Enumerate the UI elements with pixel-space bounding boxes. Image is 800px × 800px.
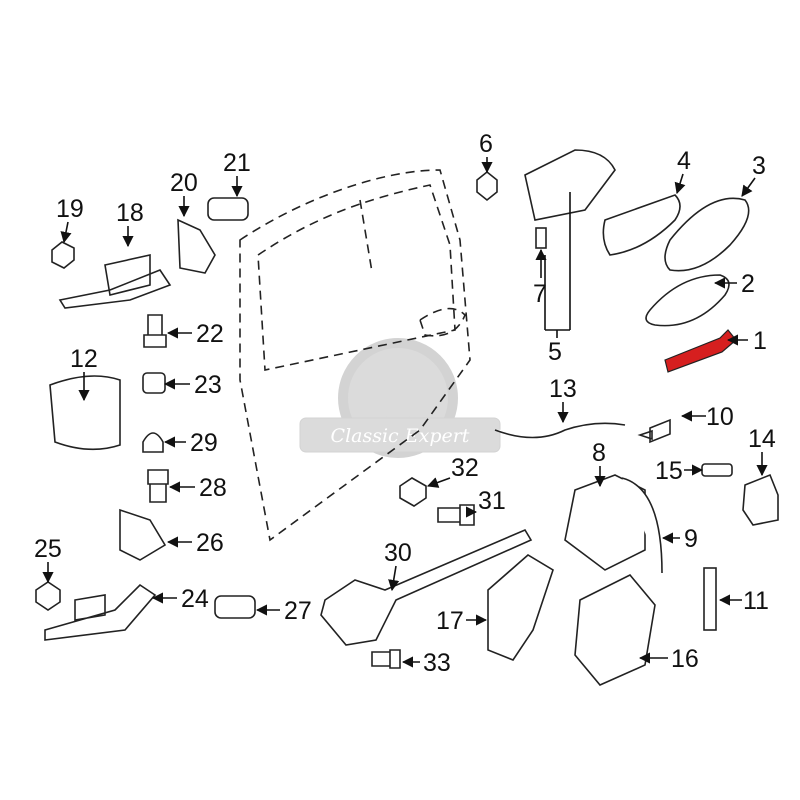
leader-arrows (42, 157, 768, 668)
callout-8: 8 (592, 439, 606, 467)
part-28-bolt (147, 469, 169, 503)
part-14-striker (742, 473, 779, 526)
callout-19: 19 (56, 195, 84, 223)
part-7-switch (535, 227, 547, 249)
part-12-cover (49, 375, 121, 451)
part-5-handle-bracket (524, 149, 616, 221)
callout-20: 20 (170, 169, 198, 197)
callout-3: 3 (752, 152, 766, 180)
callout-18: 18 (116, 199, 144, 227)
callout-5: 5 (548, 338, 562, 366)
callout-26: 26 (196, 529, 224, 557)
callout-4: 4 (677, 147, 691, 175)
callout-23: 23 (194, 371, 222, 399)
part-15-screw (701, 463, 733, 477)
part-2-handle-base (645, 274, 730, 327)
part-10-bolt (637, 418, 671, 444)
callout-16: 16 (671, 645, 699, 673)
callout-6: 6 (479, 130, 493, 158)
part-32-nut (399, 477, 427, 507)
watermark-logo: Classic Expert (299, 338, 501, 458)
part-31-bolt (437, 504, 475, 526)
callout-29: 29 (190, 429, 218, 457)
callout-2: 2 (741, 270, 755, 298)
part-13-cable (494, 422, 626, 439)
callout-14: 14 (748, 425, 776, 453)
part-23-plug (142, 372, 166, 394)
parts (35, 149, 779, 686)
callout-1: 1 (753, 327, 767, 355)
callout-15: 15 (655, 457, 683, 485)
part-6-nut (476, 170, 498, 202)
part-29-cap (142, 432, 164, 453)
callout-7: 7 (533, 280, 547, 308)
callout-22: 22 (196, 320, 224, 348)
callout-labels: 1 2 3 4 5 6 7 8 9 10 11 12 13 14 15 16 1… (34, 130, 776, 677)
part-27-bushing (214, 595, 256, 619)
part-33-bolt (371, 649, 401, 669)
callout-11: 11 (743, 587, 769, 615)
callout-17: 17 (436, 607, 464, 635)
part-20-bracket (177, 218, 216, 274)
part-21-bushing (207, 197, 249, 221)
part-19-nut (51, 241, 75, 269)
part-18-check-link (58, 254, 172, 309)
callout-21: 21 (223, 149, 251, 177)
part-30-door-check (320, 528, 533, 646)
callout-12: 12 (70, 345, 98, 373)
callout-33: 33 (423, 649, 451, 677)
door-outline (239, 169, 471, 542)
callout-30: 30 (384, 539, 412, 567)
callout-9: 9 (684, 525, 698, 553)
part-22-bolt (143, 314, 167, 348)
callout-27: 27 (284, 597, 312, 625)
part-26-bracket (119, 508, 167, 561)
part-4-outer-handle (602, 194, 681, 256)
part-1-handle-seal (664, 329, 737, 373)
part-3-gasket (664, 197, 750, 272)
callout-28: 28 (199, 474, 227, 502)
callout-24: 24 (181, 585, 209, 613)
watermark-text: Classic Expert (331, 425, 470, 447)
part-25-nut (35, 581, 61, 611)
part-8-latch (564, 474, 646, 571)
part-16-actuator (574, 574, 656, 686)
callout-25: 25 (34, 535, 62, 563)
part-9-rod (621, 477, 663, 574)
part-11-pad (703, 567, 717, 631)
part-17-cover (487, 554, 554, 661)
callout-10: 10 (706, 403, 734, 431)
callout-32: 32 (451, 454, 479, 482)
callout-13: 13 (549, 375, 577, 403)
callout-31: 31 (478, 487, 506, 515)
part-24-hinge (44, 583, 157, 641)
